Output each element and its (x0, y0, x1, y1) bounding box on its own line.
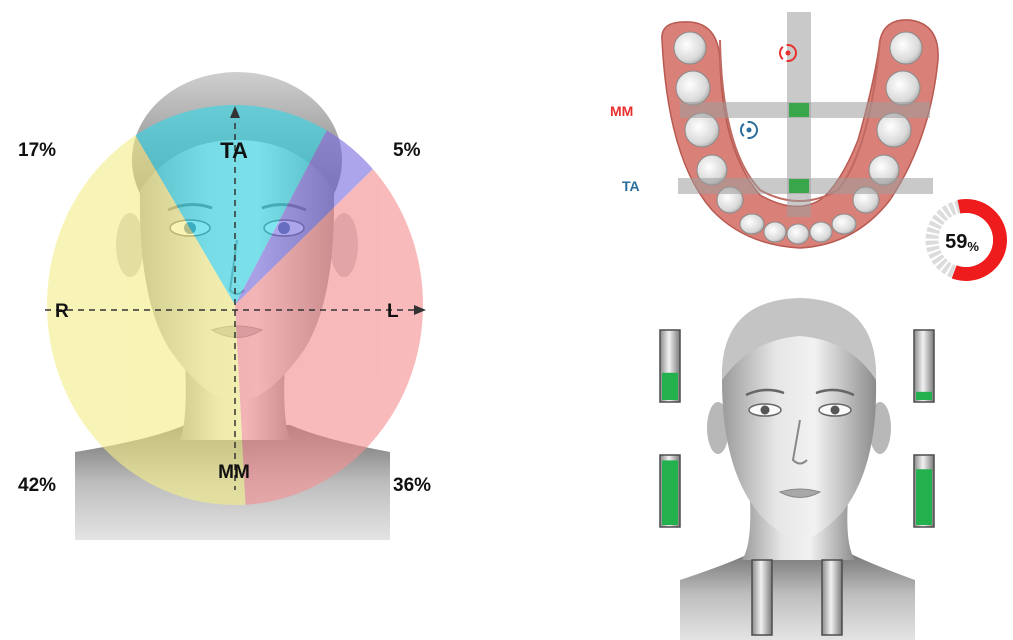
jaw-mm-marker (789, 103, 809, 117)
jaw-diagram: MM TA (610, 12, 938, 248)
level-bar-upper-right (914, 330, 934, 402)
level-bar-fill-upper-left (662, 373, 678, 400)
gauge-unit: % (967, 239, 979, 254)
level-bar-neck-right (822, 560, 842, 635)
axis-label-l: L (387, 301, 399, 322)
percent-label-upper-left: 5% (393, 140, 421, 161)
right-head-figure (680, 298, 915, 640)
axis-label-mm: MM (218, 462, 250, 483)
jaw-label-mm: MM (610, 103, 633, 119)
percentage-gauge: 59% (932, 206, 1000, 274)
level-bar-neck-left (752, 560, 772, 635)
percent-label-lower-right: 36% (393, 475, 431, 496)
jaw-label-ta: TA (622, 178, 640, 194)
percent-label-lower-left: 42% (18, 475, 56, 496)
right-head-shoulders (680, 548, 915, 640)
jaw-ta-marker (789, 179, 809, 193)
level-bar-fill-lower-right (916, 469, 932, 525)
axis-label-r: R (55, 301, 69, 322)
percent-label-ta: 17% (18, 140, 56, 161)
segment-label-ta: TA (220, 138, 248, 163)
target-icon (741, 122, 757, 138)
gauge-number: 59 (945, 231, 967, 253)
level-bar-fill-upper-right (916, 392, 932, 400)
level-bar-fill-lower-left (662, 460, 678, 525)
